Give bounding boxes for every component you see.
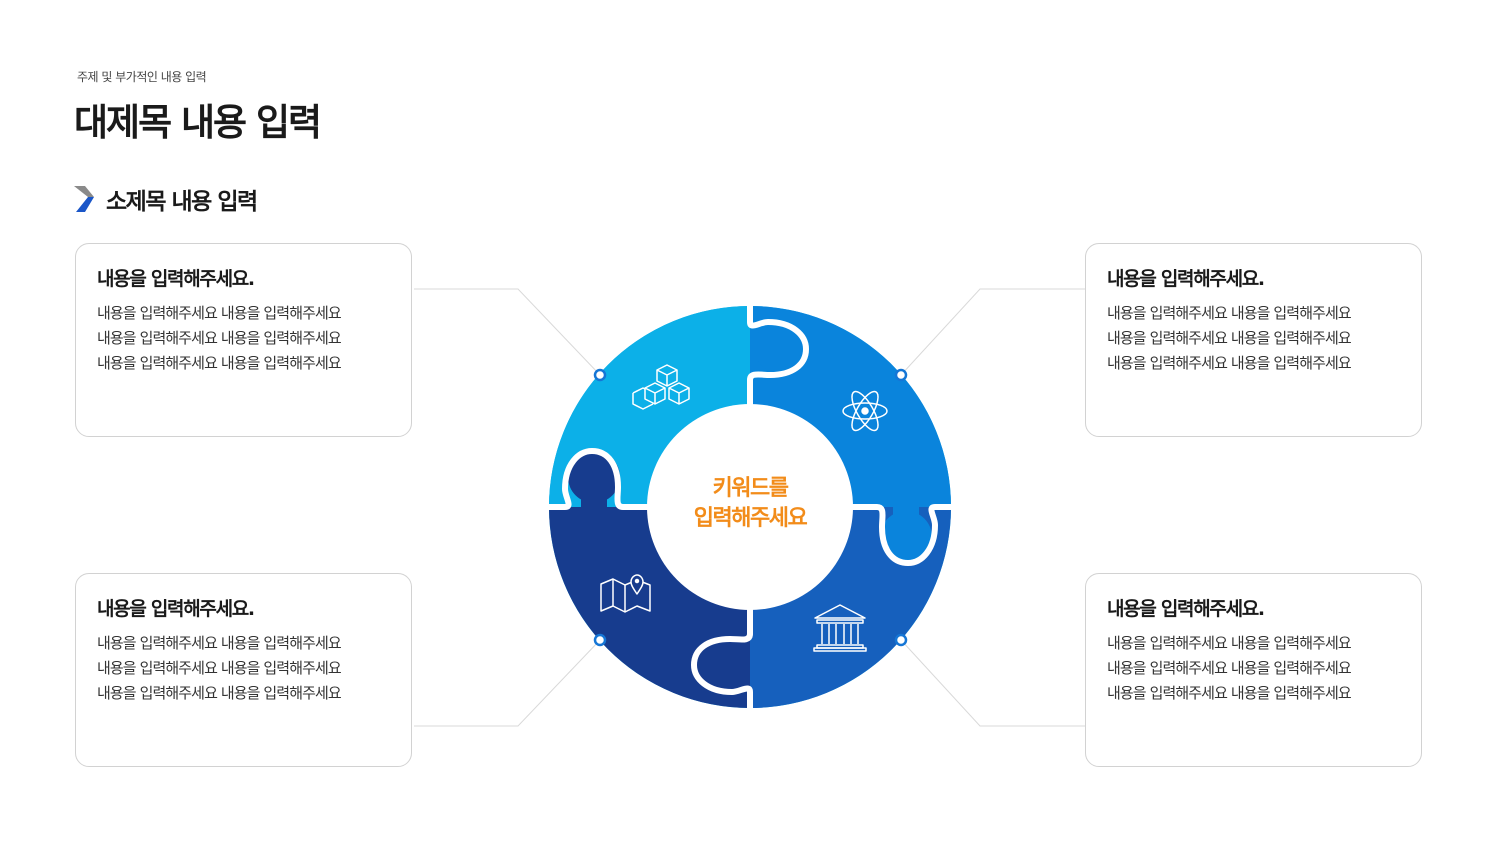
card-text-line: 내용을 입력해주세요 내용을 입력해주세요: [1107, 304, 1352, 322]
connector-dot: [894, 368, 908, 382]
connector-line: [414, 639, 601, 727]
connectors: [414, 288, 1085, 727]
puzzle-knob-neck: [730, 653, 750, 679]
puzzle-knob-neck: [893, 507, 919, 527]
atom-icon: [842, 390, 888, 432]
page-subtitle: 주제 및 부가적인 내용 입력: [77, 70, 207, 84]
center-circle: [647, 404, 853, 610]
card-text-line: 내용을 입력해주세요 내용을 입력해주세요: [1107, 659, 1352, 677]
section-heading: 소제목 내용 입력: [74, 183, 258, 215]
puzzle-ring: [545, 302, 955, 712]
bank-icon: [813, 604, 867, 652]
card-text-line: 내용을 입력해주세요 내용을 입력해주세요: [97, 354, 342, 372]
puzzle-knob-neck: [581, 487, 607, 507]
card-text-line: 내용을 입력해주세요 내용을 입력해주세요: [97, 684, 342, 702]
section-title: 소제목 내용 입력: [106, 189, 258, 215]
card-heading: 내용을 입력해주세요.: [1107, 268, 1265, 290]
card-text-line: 내용을 입력해주세요 내용을 입력해주세요: [1107, 634, 1352, 652]
card-text-line: 내용을 입력해주세요 내용을 입력해주세요: [97, 304, 342, 322]
connector-dot: [593, 368, 607, 382]
connector-line: [900, 639, 1085, 727]
connector-line: [414, 288, 601, 376]
keyword-line-1: 키워드를: [712, 476, 789, 501]
center-keyword: 키워드를 입력해주세요: [650, 474, 850, 534]
content-card-top-left: 내용을 입력해주세요. 내용을 입력해주세요 내용을 입력해주세요 내용을 입력…: [75, 243, 412, 437]
card-text-line: 내용을 입력해주세요 내용을 입력해주세요: [97, 329, 342, 347]
connector-dot: [593, 633, 607, 647]
content-card-bottom-left: 내용을 입력해주세요. 내용을 입력해주세요 내용을 입력해주세요 내용을 입력…: [75, 573, 412, 767]
content-card-top-right: 내용을 입력해주세요. 내용을 입력해주세요 내용을 입력해주세요 내용을 입력…: [1085, 243, 1422, 437]
puzzle-knob-neck: [750, 334, 770, 360]
page-title: 대제목 내용 입력: [74, 101, 322, 144]
card-heading: 내용을 입력해주세요.: [1107, 598, 1265, 620]
card-text-line: 내용을 입력해주세요 내용을 입력해주세요: [97, 634, 342, 652]
map-icon: [600, 574, 651, 613]
chevron-right-icon: [74, 186, 94, 212]
cubes-icon: [632, 364, 690, 410]
card-heading: 내용을 입력해주세요.: [97, 598, 255, 620]
connector-line: [900, 288, 1085, 376]
content-card-bottom-right: 내용을 입력해주세요. 내용을 입력해주세요 내용을 입력해주세요 내용을 입력…: [1085, 573, 1422, 767]
card-text-line: 내용을 입력해주세요 내용을 입력해주세요: [1107, 354, 1352, 372]
card-heading: 내용을 입력해주세요.: [97, 268, 255, 290]
keyword-line-2: 입력해주세요: [693, 506, 808, 531]
card-text-line: 내용을 입력해주세요 내용을 입력해주세요: [1107, 684, 1352, 702]
connector-dots: [593, 368, 908, 647]
card-text-line: 내용을 입력해주세요 내용을 입력해주세요: [1107, 329, 1352, 347]
card-text-line: 내용을 입력해주세요 내용을 입력해주세요: [97, 659, 342, 677]
connector-dot: [894, 633, 908, 647]
